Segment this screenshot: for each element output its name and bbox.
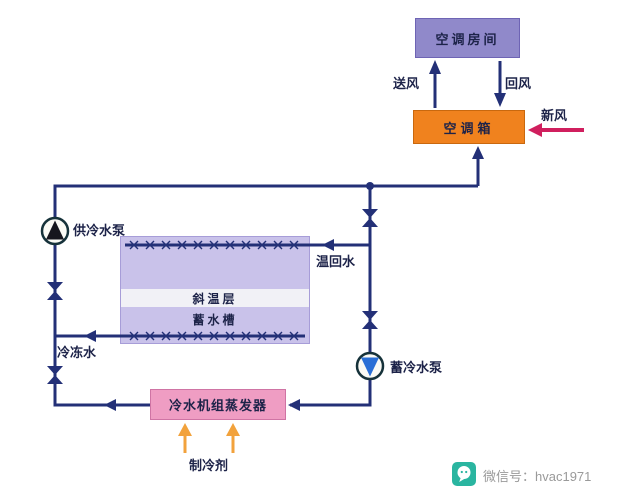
evaporator-outlet-arrow-icon: [104, 399, 116, 411]
evaporator-box: 冷水机组蒸发器: [150, 389, 286, 420]
supply-pump-icon: [40, 216, 70, 246]
room-label: 空调房间: [435, 31, 500, 47]
refrigerant-label: 制冷剂: [189, 458, 229, 473]
ahu-inlet-arrow-icon: [472, 146, 484, 159]
valve-icon: [47, 282, 63, 300]
fresh-air-label: 新风: [541, 108, 568, 123]
pipe-junction-dot: [366, 182, 374, 190]
air-ducts: [429, 60, 506, 108]
chilled-water-arrow-icon: [84, 330, 96, 342]
supply-pump-label: 供冷水泵: [73, 223, 126, 238]
ahu-box: 空调箱: [413, 110, 525, 144]
wechat-logo-icon: [452, 462, 476, 486]
fresh-air-arrowhead-icon: [528, 123, 542, 137]
storage-pump-icon: [355, 351, 385, 381]
warm-return-label: 温回水: [316, 254, 356, 269]
return-air-label: 回风: [505, 76, 532, 91]
evaporator-label: 冷水机组蒸发器: [168, 398, 267, 413]
valve-icon: [362, 311, 378, 329]
flow-arrows: [84, 239, 334, 411]
supply-air-arrow-icon: [429, 60, 441, 74]
valves: [47, 209, 378, 384]
storage-pump-label: 蓄冷水泵: [390, 360, 443, 375]
room-box: 空调房间: [415, 18, 520, 58]
tank-label: 蓄水槽: [192, 313, 238, 327]
warm-return-arrow-icon: [322, 239, 334, 251]
storage-tank: 斜温层 蓄水槽: [120, 236, 310, 344]
refrigerant-arrowhead-icon: [178, 423, 192, 436]
thermocline-band: 斜温层: [121, 289, 309, 307]
ahu-label: 空调箱: [443, 120, 495, 136]
valve-icon: [47, 366, 63, 384]
supply-air-label: 送风: [393, 76, 420, 91]
chilled-water-label: 冷冻水: [57, 345, 97, 360]
watermark-label: 微信号：hvac1971: [483, 469, 592, 484]
thermocline-label: 斜温层: [192, 291, 238, 306]
fresh-air-arrow: [528, 123, 584, 137]
evaporator-inlet-arrow-icon: [288, 399, 300, 411]
valve-icon: [362, 209, 378, 227]
return-air-arrow-icon: [494, 93, 506, 107]
refrigerant-arrowhead-icon: [226, 423, 240, 436]
refrigerant-arrows: [178, 423, 240, 453]
diffuser-hatches: [129, 240, 299, 341]
